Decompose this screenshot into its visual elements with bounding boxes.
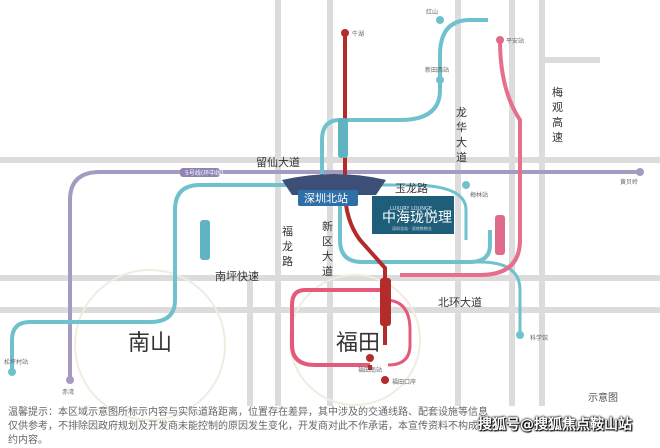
line-red-loop-east <box>384 298 412 367</box>
road-meiguan-char: 观 <box>552 101 563 114</box>
road-longhua-char: 大 <box>456 135 467 149</box>
road-meiguan-char: 梅 <box>552 85 563 99</box>
line-6-badge <box>338 118 348 158</box>
line-22-badge <box>495 215 505 255</box>
station-kexuebei-dot[interactable] <box>516 331 524 339</box>
station-futian-kouan-label: 福田口岸 <box>392 378 416 386</box>
district-glow <box>74 269 226 421</box>
station-songpingcun-label: 松坪村站 <box>4 358 28 366</box>
road-longhua-char: 龙 <box>456 106 467 119</box>
disclaimer-text: 温馨提示：本区域示意图所标示内容与实际道路距离，位置存在差异，其中涉及的交通线路… <box>8 407 488 446</box>
line-teal-south <box>420 260 522 335</box>
project-sub: LUXURY LOUNGE <box>390 206 432 212</box>
road-yulong-label: 玉龙路 <box>395 182 428 195</box>
line-teal-north-end <box>438 18 488 56</box>
station-xintian-dot[interactable] <box>436 76 444 84</box>
station-meilin-dot[interactable] <box>462 181 470 189</box>
road-fulong-label: 福 龙 路 <box>282 224 293 268</box>
hub-building <box>282 174 386 195</box>
road-beihuan-label: 北环大道 <box>438 295 482 309</box>
line-teal-left <box>10 183 300 372</box>
station-chiwan-label: 赤湾 <box>62 388 74 396</box>
watermark: 搜狐号@搜狐焦点鞍山站 <box>478 417 632 433</box>
road-grid <box>0 0 660 406</box>
station-songpingcun-dot[interactable] <box>8 368 16 376</box>
line-teal-north <box>320 55 442 185</box>
road-nanping-label: 南坪快速 <box>215 270 259 283</box>
station-niuhu-dot[interactable] <box>341 29 349 37</box>
road-longhua-char: 道 <box>456 150 467 164</box>
station-hongshan-dot[interactable] <box>436 16 444 24</box>
line-teal-east <box>338 200 492 264</box>
road-fulong-char: 路 <box>282 255 293 268</box>
project-note: 深圳北站 · 双地铁物业 <box>392 225 432 231</box>
project-name: 中海珑悦理 <box>382 210 452 226</box>
road-longhua-label: 龙 华 大 道 <box>456 106 467 164</box>
road-xinqu-char: 道 <box>322 264 333 278</box>
station-pingan-dot[interactable] <box>496 36 504 44</box>
project-card[interactable] <box>372 196 454 234</box>
line-5-label: 5号线(环中线) <box>185 169 224 177</box>
station-futian-nanshan-dot[interactable] <box>366 354 374 362</box>
station-xintian-label: 新田西站 <box>425 66 449 74</box>
station-hongshan-label: 红山 <box>426 8 438 16</box>
district-futian: 福田 <box>336 331 380 356</box>
hub-label-box[interactable] <box>298 190 358 206</box>
road-fulong-char: 福 <box>282 224 293 238</box>
line-27-badge <box>200 220 210 260</box>
station-huangbeiling-dot[interactable] <box>636 168 644 176</box>
road-meiguan-char: 速 <box>552 131 563 144</box>
station-niuhu-label: 牛湖 <box>352 30 364 38</box>
station-chiwan-dot[interactable] <box>66 376 74 384</box>
road-meiguan-char: 高 <box>552 115 563 129</box>
station-pingan-label: 平安站 <box>506 37 524 45</box>
road-xinqu-char: 新 <box>322 219 333 233</box>
hub-label: 深圳北站 <box>304 191 348 205</box>
station-futian-kouan-dot[interactable] <box>381 376 389 384</box>
line-red-loop <box>290 288 380 367</box>
road-xinqu-char: 大 <box>322 249 333 263</box>
station-huangbeiling-label: 黄贝岭 <box>620 178 638 186</box>
line-5-purple <box>68 170 640 380</box>
station-kexuebei-label: 科学馆 <box>530 334 548 342</box>
line-teal-mid <box>355 183 468 240</box>
station-futian-nanshan-label: 福田南站 <box>358 366 382 374</box>
line-4-badge <box>380 278 391 326</box>
station-meilin-label: 梅林站 <box>470 191 488 199</box>
station-dots <box>8 16 644 384</box>
road-longhua-char: 华 <box>456 120 467 134</box>
road-meiguan-label: 梅 观 高 速 <box>552 85 563 144</box>
road-xinqu-label: 新 区 大 道 <box>322 219 333 278</box>
district-nanshan: 南山 <box>128 331 172 356</box>
line-5-badge <box>180 168 220 177</box>
road-liuxian-label: 留仙大道 <box>256 155 300 169</box>
schematic-label: 示意图 <box>588 393 618 404</box>
line-22-pink <box>400 39 522 277</box>
road-xinqu-char: 区 <box>322 235 333 248</box>
road-fulong-char: 龙 <box>282 240 293 253</box>
